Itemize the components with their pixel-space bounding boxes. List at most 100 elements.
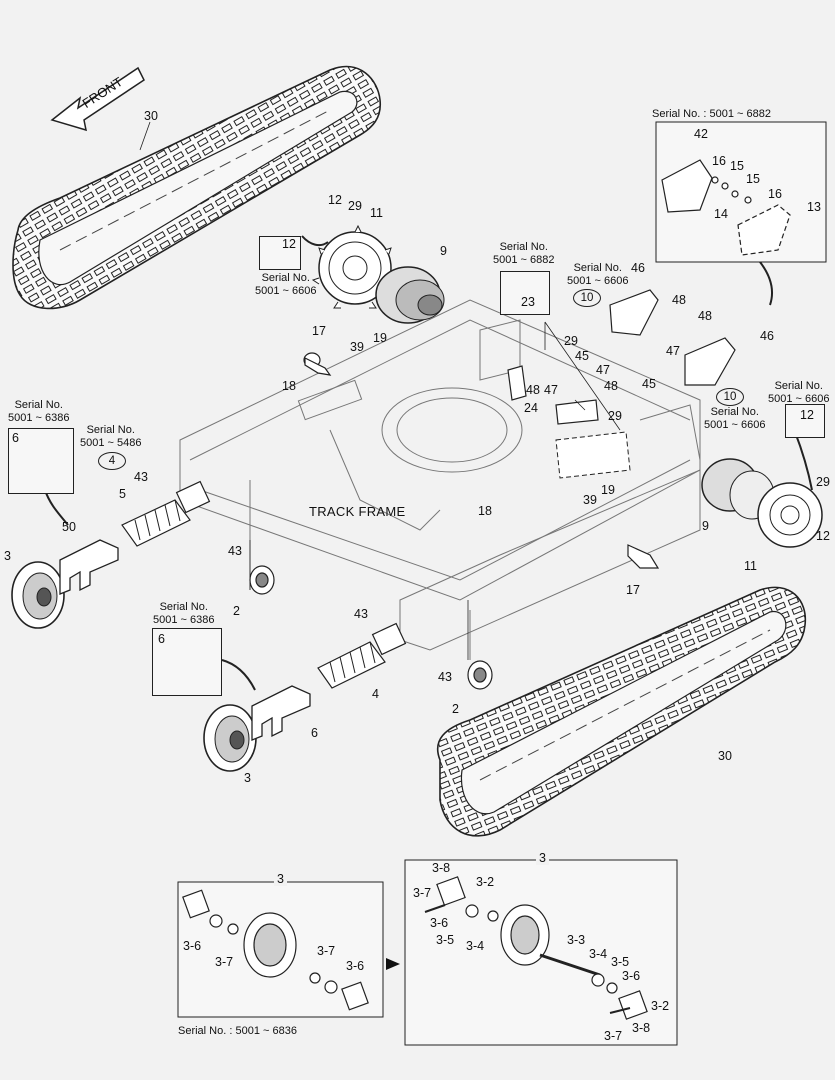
part-label: 6 bbox=[12, 431, 19, 445]
part-label: 3 bbox=[244, 771, 251, 785]
part-label: 3-6 bbox=[622, 969, 641, 983]
part-label: 29 bbox=[348, 199, 362, 213]
part-label: 3-4 bbox=[466, 939, 485, 953]
part-label: 47 bbox=[544, 383, 558, 397]
part-label: 46 bbox=[631, 261, 645, 275]
part-label: 12 bbox=[282, 237, 296, 251]
part-label: 11 bbox=[744, 559, 757, 573]
part-label: 47 bbox=[666, 344, 680, 358]
part-label: 3-4 bbox=[589, 947, 608, 961]
part-label: 50 bbox=[62, 520, 76, 534]
part-label: 3-7 bbox=[604, 1029, 623, 1043]
part-label: 3-6 bbox=[430, 916, 449, 930]
part-label: 12 bbox=[328, 193, 342, 207]
part-label: 45 bbox=[642, 377, 656, 391]
track-roller-middle bbox=[467, 660, 493, 690]
serial-note-10: Serial No. : 5001 ~ 6836 bbox=[178, 1025, 297, 1037]
part-label: 13 bbox=[807, 200, 821, 214]
part-label: 43 bbox=[228, 544, 242, 558]
serial-note-8: Serial No.5001 ~ 5486 bbox=[80, 424, 142, 449]
cover-46-right bbox=[684, 337, 736, 386]
cover-plate-24 bbox=[555, 399, 599, 425]
idler-fork-left bbox=[59, 539, 119, 595]
ref-circle-10-right: 10 bbox=[716, 388, 744, 406]
arrow-right-icon bbox=[386, 958, 400, 970]
inset-6-middle bbox=[152, 628, 222, 696]
part-label: 2 bbox=[452, 702, 459, 716]
serial-note-3: Serial No.5001 ~ 6882 bbox=[493, 241, 555, 266]
part-label: 43 bbox=[438, 670, 452, 684]
part-label: 6 bbox=[158, 632, 165, 646]
part-label: 3 bbox=[4, 549, 11, 563]
part-label: 12 bbox=[800, 408, 814, 422]
serial-note-6: Serial No.5001 ~ 6606 bbox=[768, 380, 830, 405]
part-label: 43 bbox=[134, 470, 148, 484]
detail-left-title: 3 bbox=[274, 873, 287, 886]
track-frame-label: TRACK FRAME bbox=[309, 504, 406, 519]
track-roller-left bbox=[249, 565, 275, 595]
part-label: 29 bbox=[608, 409, 622, 423]
part-label: 3-7 bbox=[317, 944, 336, 958]
rubber-track-top bbox=[12, 65, 382, 310]
part-label: 4 bbox=[372, 687, 379, 701]
detail-right-title: 3 bbox=[536, 852, 549, 865]
part-label: 15 bbox=[746, 172, 760, 186]
front-arrow-icon bbox=[50, 66, 145, 132]
sprocket-top bbox=[311, 224, 399, 309]
sprocket-right bbox=[757, 482, 823, 548]
serial-note-7: Serial No.5001 ~ 6386 bbox=[8, 399, 70, 424]
part-label: 2 bbox=[233, 604, 240, 618]
inset-6-left bbox=[8, 428, 74, 494]
part-label: 15 bbox=[730, 159, 744, 173]
ref-circle-4: 4 bbox=[98, 452, 126, 470]
inset-12-right bbox=[785, 404, 825, 438]
rubber-track-bottom bbox=[436, 586, 807, 837]
part-label: 3-3 bbox=[567, 933, 586, 947]
part-label: 3-6 bbox=[346, 959, 365, 973]
part-label: 47 bbox=[596, 363, 610, 377]
part-label: 19 bbox=[601, 483, 615, 497]
part-label: 3-7 bbox=[413, 886, 432, 900]
part-label: 19 bbox=[373, 331, 387, 345]
part-label: 3-6 bbox=[183, 939, 202, 953]
cover-plate-large bbox=[555, 431, 631, 479]
part-label: 45 bbox=[575, 349, 589, 363]
idler-wheel-left bbox=[11, 561, 65, 629]
part-label: 3-8 bbox=[432, 861, 451, 875]
part-label: 3-5 bbox=[436, 933, 455, 947]
part-label: 24 bbox=[524, 401, 538, 415]
covers-detail bbox=[661, 159, 791, 256]
serial-note-9: Serial No.5001 ~ 6386 bbox=[153, 601, 215, 626]
part-label: 6 bbox=[311, 726, 318, 740]
part-label: 11 bbox=[370, 206, 383, 220]
part-label: 9 bbox=[702, 519, 709, 533]
stopper-17-bottom bbox=[627, 544, 660, 569]
idler-fork-middle bbox=[251, 685, 311, 741]
part-label: 9 bbox=[440, 244, 447, 258]
part-label: 29 bbox=[564, 334, 578, 348]
part-label: 43 bbox=[354, 607, 368, 621]
serial-note-top-right: Serial No. : 5001 ~ 6882 bbox=[652, 108, 771, 120]
serial-note-4: Serial No.5001 ~ 6606 bbox=[567, 262, 629, 287]
part-label: 17 bbox=[626, 583, 640, 597]
recoil-spring-left bbox=[121, 480, 211, 547]
idler-detail-right bbox=[424, 876, 648, 1020]
part-label: 5 bbox=[119, 487, 126, 501]
gasket-small bbox=[507, 365, 527, 401]
part-label: 16 bbox=[768, 187, 782, 201]
part-label: 29 bbox=[816, 475, 830, 489]
part-label: 39 bbox=[350, 340, 364, 354]
inset-12-left bbox=[259, 236, 301, 270]
ref-circle-10-top: 10 bbox=[573, 289, 601, 307]
part-label: 30 bbox=[718, 749, 732, 763]
recoil-spring-middle bbox=[317, 622, 407, 689]
part-label: 14 bbox=[714, 207, 728, 221]
part-label: 30 bbox=[144, 109, 158, 123]
part-label: 3-8 bbox=[632, 1021, 651, 1035]
part-label: 16 bbox=[712, 154, 726, 168]
part-label: 48 bbox=[698, 309, 712, 323]
part-label: 12 bbox=[816, 529, 830, 543]
part-label: 46 bbox=[760, 329, 774, 343]
part-label: 3-2 bbox=[476, 875, 495, 889]
